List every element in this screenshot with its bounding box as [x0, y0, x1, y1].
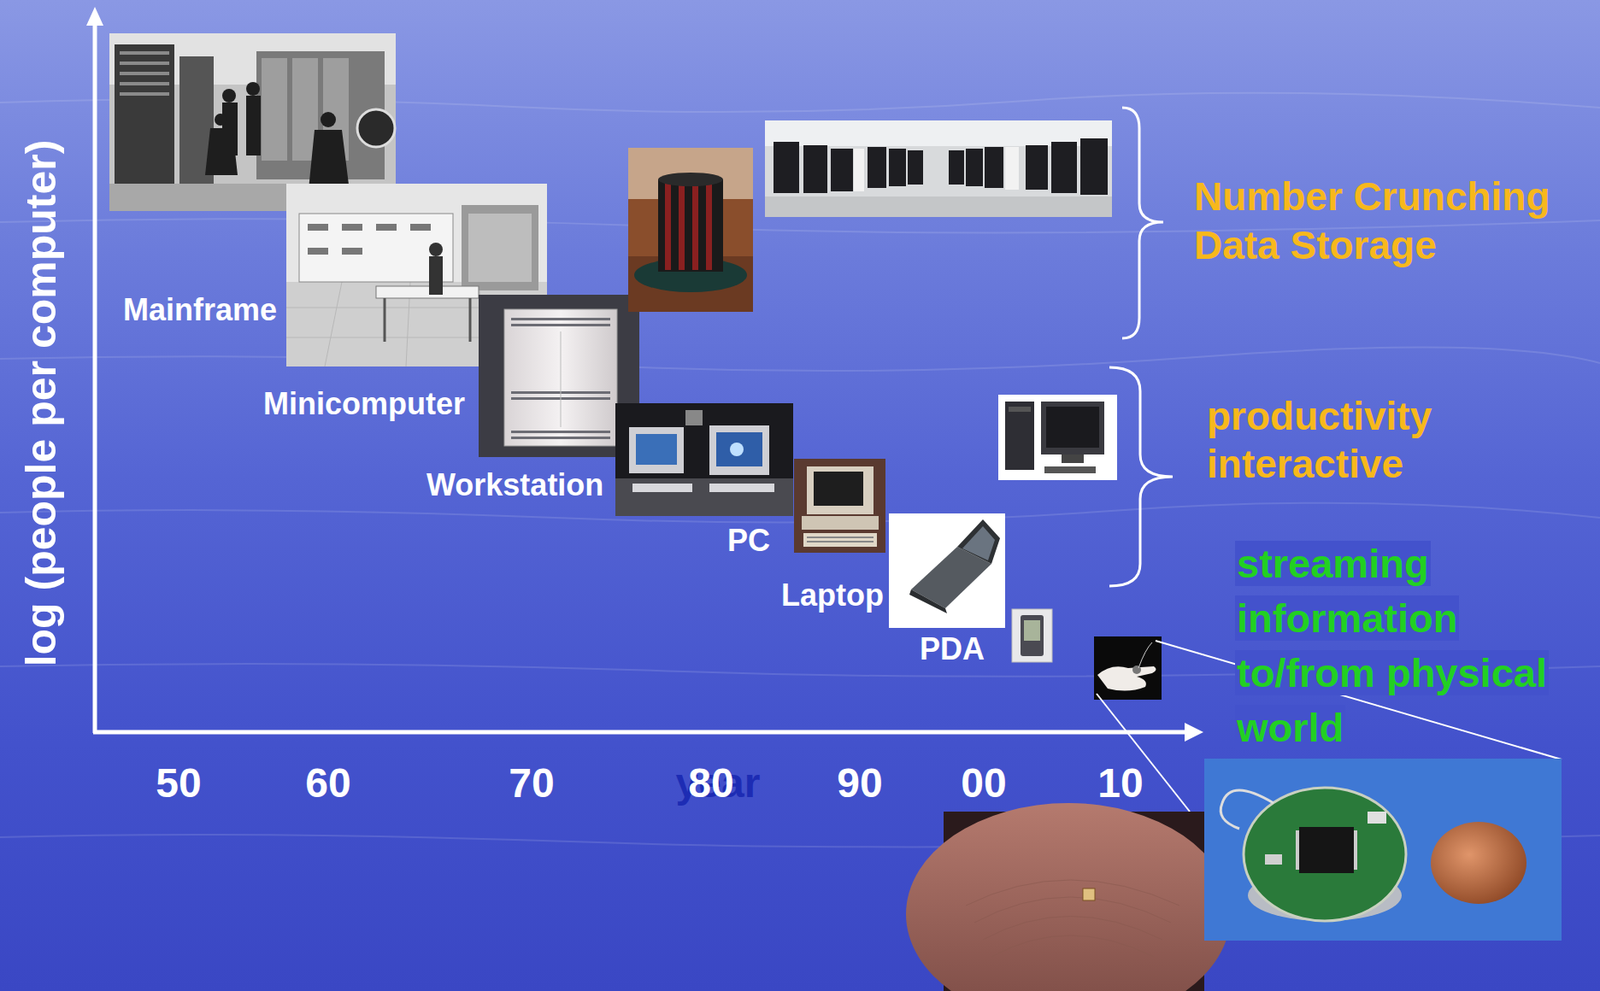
tick-label: 10: [1097, 761, 1143, 807]
pda-photo: [1011, 609, 1053, 663]
curly-bracket: [1109, 107, 1173, 587]
category-note: streaming information to/from physical w…: [1235, 536, 1595, 756]
class-label: PDA: [919, 632, 985, 667]
category-note: Number Crunching Data Storage: [1194, 172, 1579, 271]
tick-label: 60: [305, 761, 351, 807]
supercomputer-photo: [628, 147, 753, 312]
laptop-photo: [888, 513, 1006, 629]
pc-photo: [794, 458, 886, 553]
category-note: productivity interactive: [1206, 392, 1464, 489]
class-label: PC: [727, 523, 771, 559]
desktop-photo: [998, 394, 1118, 481]
workstation-desk-photo: [615, 403, 794, 517]
mote-board-photo: [1204, 758, 1562, 942]
tick-label: 80: [688, 761, 734, 807]
water-texture: [0, 93, 1600, 848]
class-label: Laptop: [781, 578, 884, 613]
tick-label: 90: [836, 761, 883, 807]
tick-label: 70: [508, 761, 554, 807]
mote-in-hand-photo: [1094, 636, 1162, 700]
axes: [86, 6, 1204, 742]
class-label: Minicomputer: [263, 387, 465, 422]
class-label: Workstation: [426, 468, 604, 503]
class-label: Mainframe: [123, 293, 277, 328]
workstation-photo: [478, 294, 640, 458]
tick-label: 00: [960, 761, 1006, 807]
fingertip-chip-photo: [905, 803, 1231, 991]
tick-label: 50: [155, 761, 201, 807]
axis-title: log (people per computer): [19, 140, 63, 668]
server-room-photo: [764, 120, 1112, 218]
